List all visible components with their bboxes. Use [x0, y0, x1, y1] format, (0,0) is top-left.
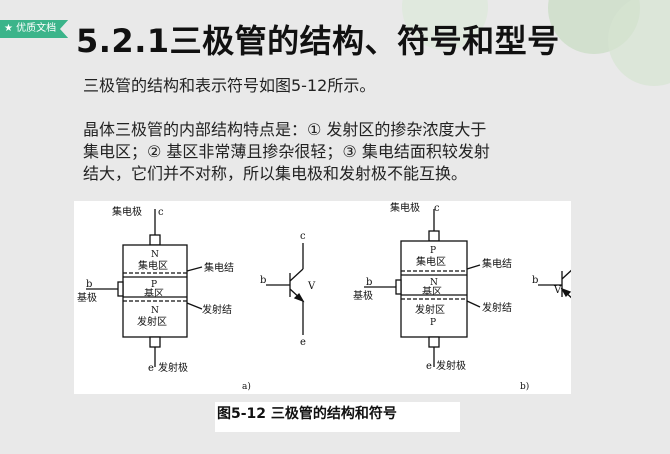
npn-symbol-b: b [260, 275, 266, 286]
npn-n-bottom: N [151, 306, 159, 316]
star-icon: ★ [4, 23, 13, 34]
npn-sub-label: a) [242, 381, 251, 392]
pnp-collector-region: 集电区 [416, 255, 446, 268]
npn-emitter-region: 发射区 [137, 315, 167, 328]
npn-base-region: 基区 [144, 287, 164, 300]
pnp-p-top: P [430, 246, 436, 256]
pnp-sub-label: b) [520, 381, 529, 392]
npn-n-top: N [151, 250, 159, 260]
npn-symbol-c: c [300, 231, 306, 242]
pnp-n-mid: N [430, 278, 438, 288]
npn-b-label: b [86, 279, 92, 290]
pnp-base-label: 基极 [353, 289, 373, 302]
npn-c-label: c [158, 207, 164, 218]
description-line-1: 晶体三极管的内部结构特点是：① 发射区的掺杂浓度大于 [83, 120, 487, 139]
npn-emitter-junction: 发射结 [202, 303, 232, 316]
pnp-emitter-region: 发射区 [415, 303, 445, 316]
transistor-figure: 集电极 c N 集电区 集电结 P 基区 b 基极 N 发射区 发射结 e 发射… [74, 201, 578, 394]
npn-collector-label: 集电极 [112, 205, 142, 218]
pnp-symbol-b: b [532, 275, 538, 286]
npn-base-label: 基极 [77, 291, 97, 304]
npn-symbol [266, 243, 305, 335]
npn-collector-region: 集电区 [138, 259, 168, 272]
description-line-2: 集电区；② 基区非常薄且掺杂很轻；③ 集电结面积较发射 [83, 142, 490, 161]
pnp-structure [364, 209, 481, 367]
npn-structure [86, 209, 203, 367]
description-paragraph: 晶体三极管的内部结构特点是：① 发射区的掺杂浓度大于 集电区；② 基区非常薄且掺… [83, 119, 490, 185]
intro-text: 三极管的结构和表示符号如图5-12所示。 [83, 76, 376, 95]
pnp-e-label: e [426, 361, 432, 372]
pnp-b-label: b [366, 277, 372, 288]
transistor-diagram: 集电极 c N 集电区 集电结 P 基区 b 基极 N 发射区 发射结 e 发射… [77, 201, 578, 392]
npn-emitter-label: 发射极 [158, 361, 188, 374]
figure-caption: 图5-12 三极管的结构和符号 [215, 402, 460, 432]
decor-circle-2 [608, 0, 670, 86]
npn-symbol-v: V [307, 281, 316, 292]
npn-p-mid: P [151, 280, 157, 290]
pnp-collector-label: 集电极 [390, 201, 420, 214]
pnp-p-bottom: P [430, 318, 436, 328]
pnp-base-region: 基区 [422, 285, 442, 298]
badge-label: 优质文档 [16, 23, 57, 34]
npn-e-label: e [148, 363, 154, 374]
pnp-collector-junction: 集电结 [482, 257, 512, 270]
npn-symbol-e: e [300, 337, 306, 348]
description-line-3: 结大，它们并不对称，所以集电极和发射极不能互换。 [83, 164, 468, 183]
pnp-c-label: c [434, 203, 440, 214]
pnp-emitter-junction: 发射结 [482, 301, 512, 314]
npn-collector-junction: 集电结 [204, 261, 234, 274]
pnp-emitter-label: 发射极 [436, 359, 466, 372]
document-badge[interactable]: ★ 优质文档 [0, 20, 69, 38]
slide-title: 5.2.1三极管的结构、符号和型号 [76, 22, 560, 60]
pnp-symbol-v: V [553, 285, 562, 296]
